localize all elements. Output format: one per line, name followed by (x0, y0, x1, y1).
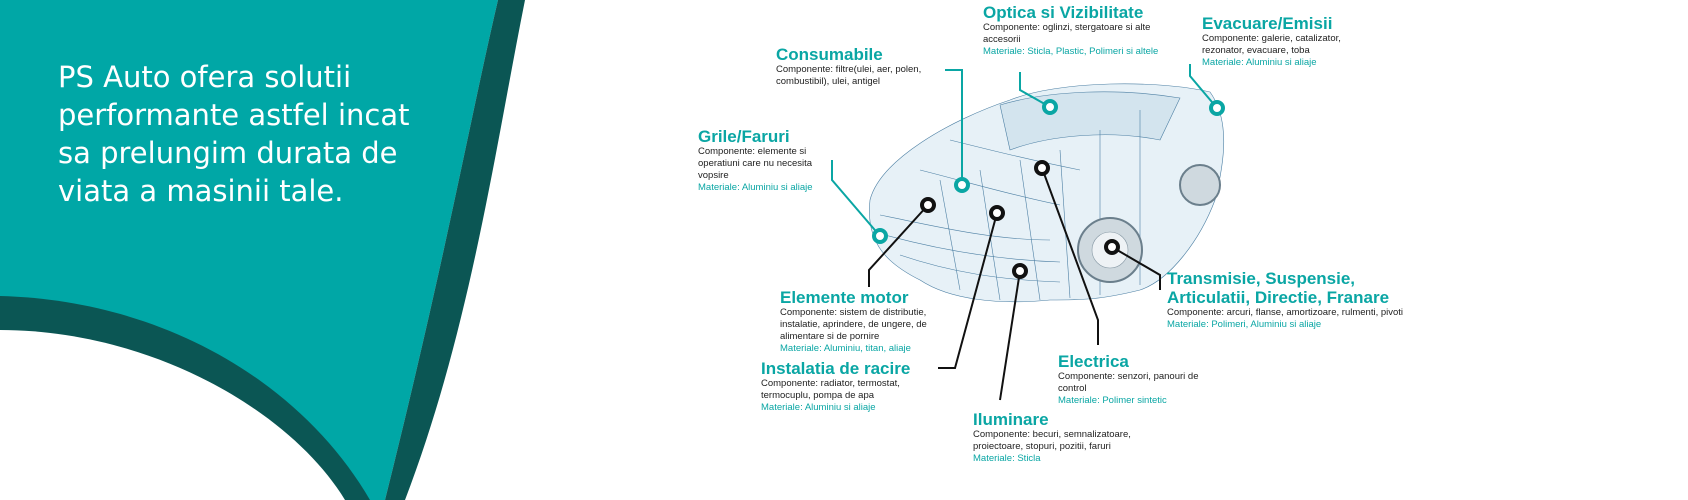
marker-optica[interactable] (1042, 99, 1058, 115)
callout-components: Componente: radiator, termostat, termocu… (761, 378, 900, 401)
callout-materials: Materiale: Aluminiu si aliaje (761, 402, 876, 413)
marker-racire[interactable] (989, 205, 1005, 221)
callout-materials: Materiale: Sticla (973, 453, 1041, 464)
marker-iluminare[interactable] (1012, 263, 1028, 279)
callout-materials: Materiale: Sticla, Plastic, Polimeri si … (983, 46, 1159, 57)
callout-electrica: Electrica Componente: senzori, panouri d… (1058, 352, 1203, 407)
callout-evacuare: Evacuare/Emisii Componente: galerie, cat… (1202, 14, 1372, 69)
callout-optica: Optica si Vizibilitate Componente: oglin… (983, 3, 1188, 58)
callout-title: Iluminare (973, 410, 1049, 429)
callout-components: Componente: senzori, panouri de control (1058, 371, 1199, 394)
hero-headline: PS Auto ofera solutii performante astfel… (58, 60, 410, 208)
callout-title: Electrica (1058, 352, 1129, 371)
callout-motor: Elemente motor Componente: sistem de dis… (780, 288, 952, 355)
callout-components: Componente: arcuri, flanse, amortizoare,… (1167, 307, 1404, 318)
callout-components: Componente: galerie, catalizator, rezona… (1202, 33, 1341, 56)
callout-title: Elemente motor (780, 288, 909, 307)
marker-consumabile[interactable] (954, 177, 970, 193)
callout-transmisie: Transmisie, Suspensie, Articulatii, Dire… (1167, 269, 1417, 331)
callout-components: Componente: filtre(ulei, aer, polen, com… (776, 64, 922, 87)
callout-components: Componente: elemente si operatiuni care … (698, 146, 813, 181)
callout-materials: Materiale: Polimer sintetic (1058, 395, 1167, 406)
marker-transmisie[interactable] (1104, 239, 1120, 255)
callout-title: Transmisie, Suspensie, Articulatii, Dire… (1167, 269, 1390, 307)
callout-racire: Instalatia de racire Componente: radiato… (761, 359, 921, 414)
dark-teal-stripe (385, 0, 525, 500)
marker-electrica[interactable] (1034, 160, 1050, 176)
callout-title: Instalatia de racire (761, 359, 911, 378)
marker-grile[interactable] (872, 228, 888, 244)
callout-materials: Materiale: Aluminiu, titan, aliaje (780, 343, 911, 354)
callout-title: Optica si Vizibilitate (983, 3, 1144, 22)
callout-materials: Materiale: Aluminiu si aliaje (698, 182, 813, 193)
callout-iluminare: Iluminare Componente: becuri, semnalizat… (973, 410, 1153, 465)
marker-motor[interactable] (920, 197, 936, 213)
callout-title: Evacuare/Emisii (1202, 14, 1333, 33)
white-curve-inner (0, 330, 345, 500)
marker-evacuare[interactable] (1209, 100, 1225, 116)
callout-materials: Materiale: Aluminiu si aliaje (1202, 57, 1317, 68)
callout-materials: Materiale: Polimeri, Aluminiu si aliaje (1167, 319, 1322, 330)
callout-components: Componente: becuri, semnalizatoare, proi… (973, 429, 1131, 452)
callout-grile: Grile/Faruri Componente: elemente si ope… (698, 127, 828, 194)
callout-title: Grile/Faruri (698, 127, 790, 146)
callout-title: Consumabile (776, 45, 883, 64)
callout-components: Componente: oglinzi, stergatoare si alte… (983, 22, 1151, 45)
callout-components: Componente: sistem de distributie, insta… (780, 307, 927, 342)
callout-consumabile: Consumabile Componente: filtre(ulei, aer… (776, 45, 941, 88)
